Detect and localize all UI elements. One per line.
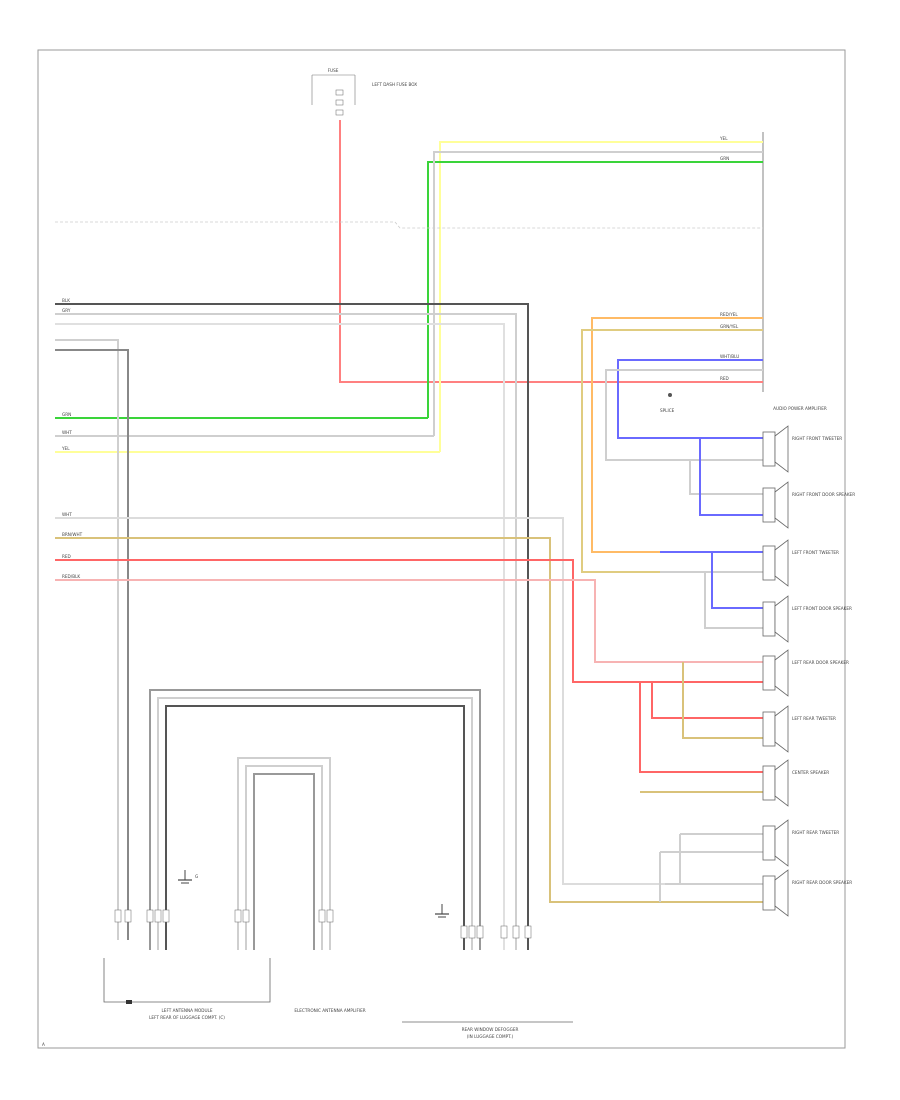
wire-gray-2 bbox=[55, 313, 517, 950]
wire-yellow-top bbox=[439, 141, 763, 452]
wire-red-fuse bbox=[339, 120, 763, 383]
wire-spk-lfd2 bbox=[704, 572, 763, 629]
tag-wht-blu: WHT/BLU bbox=[720, 354, 739, 359]
wire-gray-r bbox=[605, 369, 763, 461]
tag-grn-yel: GRN/YEL bbox=[720, 324, 739, 329]
splice-marker: SPLICE bbox=[660, 393, 675, 413]
svg-text:REAR WINDOW DEFOGGER: REAR WINDOW DEFOGGER bbox=[462, 1027, 519, 1032]
wire-orange-1 bbox=[591, 317, 763, 553]
tag-gry: GRY bbox=[62, 308, 71, 313]
svg-text:LEFT FRONT TWEETER: LEFT FRONT TWEETER bbox=[792, 550, 839, 555]
wire-gray-3 bbox=[55, 323, 505, 950]
svg-text:RIGHT REAR TWEETER: RIGHT REAR TWEETER bbox=[792, 830, 839, 835]
svg-text:SPLICE: SPLICE bbox=[660, 408, 675, 413]
tag-red-r: RED bbox=[720, 376, 729, 381]
wire-ant-1 bbox=[149, 689, 481, 950]
svg-text:RIGHT FRONT DOOR SPEAKER: RIGHT FRONT DOOR SPEAKER bbox=[792, 492, 855, 497]
wire-defog-1 bbox=[237, 757, 331, 950]
diagram-frame bbox=[37, 49, 846, 1049]
fuse-box-label: LEFT DASH FUSE BOX bbox=[372, 82, 417, 87]
wire-spk-c bbox=[639, 682, 763, 773]
rear-window-defogger: REAR WINDOW DEFOGGER (IN LUGGAGE COMPT.) bbox=[402, 1021, 573, 1039]
speaker-rf-door: RIGHT FRONT DOOR SPEAKER bbox=[762, 481, 855, 529]
wire-spk-lrt2 bbox=[682, 662, 763, 739]
wire-ant-3 bbox=[165, 705, 465, 950]
left-antenna-module: LEFT ANTENNA MODULE LEFT REAR OF LUGGAGE… bbox=[103, 958, 271, 1020]
wire-red-low bbox=[55, 559, 633, 683]
speaker-lr-tweeter: LEFT REAR TWEETER bbox=[762, 705, 836, 753]
wire-gray-vleft1 bbox=[55, 339, 119, 940]
bottom-connector-pins bbox=[114, 909, 532, 939]
svg-text:RIGHT FRONT TWEETER: RIGHT FRONT TWEETER bbox=[792, 436, 842, 441]
radio-connector: AUDIO POWER AMPLIFIER bbox=[762, 132, 827, 411]
tag-grn-r: GRN bbox=[720, 156, 729, 161]
wire-tags: GRN WHT YEL BLK GRY WHT BRN/WHT RED RED/… bbox=[61, 136, 739, 579]
speaker-lf-tweeter: LEFT FRONT TWEETER bbox=[762, 539, 839, 587]
svg-text:LEFT REAR OF LUGGAGE COMPT. (C: LEFT REAR OF LUGGAGE COMPT. (C) bbox=[149, 1015, 225, 1020]
speaker-rr-door: RIGHT REAR DOOR SPEAKER bbox=[762, 869, 852, 917]
svg-text:LEFT REAR TWEETER: LEFT REAR TWEETER bbox=[792, 716, 836, 721]
wire-spk-lfd bbox=[711, 552, 763, 609]
wire-tan-low bbox=[55, 537, 640, 903]
wire-spk-rfd2 bbox=[699, 438, 763, 516]
fuse-label: FUSE bbox=[328, 68, 339, 73]
center-antenna-module: ELECTRONIC ANTENNA AMPLIFIER bbox=[294, 1008, 365, 1013]
wire-blue-1 bbox=[617, 359, 763, 439]
ground-symbols: G bbox=[178, 870, 449, 918]
wire-defog-3 bbox=[253, 773, 315, 950]
wire-tan-2 bbox=[581, 329, 763, 573]
wire-shield bbox=[55, 221, 763, 229]
wire-spk-rfd bbox=[689, 460, 763, 495]
tag-blk: BLK bbox=[62, 298, 70, 303]
wires bbox=[55, 120, 763, 950]
svg-text:LEFT ANTENNA MODULE: LEFT ANTENNA MODULE bbox=[161, 1008, 212, 1013]
tag-yel-r: YEL bbox=[719, 136, 728, 141]
fuse-block: FUSE LEFT DASH FUSE BOX bbox=[311, 68, 417, 116]
speaker-lf-door: LEFT FRONT DOOR SPEAKER bbox=[762, 595, 852, 643]
speaker-lr-door: LEFT REAR DOOR SPEAKER bbox=[762, 649, 849, 697]
radio-label: AUDIO POWER AMPLIFIER bbox=[773, 406, 827, 411]
speaker-rf-tweeter: RIGHT FRONT TWEETER bbox=[762, 425, 842, 473]
svg-text:LEFT REAR DOOR SPEAKER: LEFT REAR DOOR SPEAKER bbox=[792, 660, 849, 665]
tag-wht: WHT bbox=[62, 430, 72, 435]
tag-brn-wht: BRN/WHT bbox=[62, 532, 83, 537]
svg-text:(IN LUGGAGE COMPT.): (IN LUGGAGE COMPT.) bbox=[467, 1034, 514, 1039]
svg-text:CENTER SPEAKER: CENTER SPEAKER bbox=[792, 770, 829, 775]
wire-defog-2 bbox=[245, 765, 323, 950]
tag-red-yel: RED/YEL bbox=[720, 312, 738, 317]
speakers: RIGHT FRONT TWEETER RIGHT FRONT DOOR SPE… bbox=[762, 425, 855, 917]
tag-red-blk: RED/BLK bbox=[62, 574, 80, 579]
wire-green-top bbox=[427, 161, 763, 418]
svg-text:RIGHT REAR DOOR SPEAKER: RIGHT REAR DOOR SPEAKER bbox=[792, 880, 852, 885]
speaker-center: CENTER SPEAKER bbox=[762, 759, 829, 807]
tag-wht-2: WHT bbox=[62, 512, 72, 517]
wire-black-1 bbox=[55, 303, 529, 950]
tag-red: RED bbox=[62, 554, 71, 559]
footer-label: A bbox=[42, 1042, 45, 1047]
svg-text:ELECTRONIC ANTENNA AMPLIFIER: ELECTRONIC ANTENNA AMPLIFIER bbox=[294, 1008, 365, 1013]
wire-black-vleft2 bbox=[55, 349, 129, 940]
wire-gray-low bbox=[55, 517, 665, 885]
speaker-rr-tweeter: RIGHT REAR TWEETER bbox=[762, 819, 839, 867]
tag-grn: GRN bbox=[62, 412, 71, 417]
wire-ant-2 bbox=[157, 697, 473, 950]
svg-text:G: G bbox=[195, 874, 198, 879]
wire-pink-low bbox=[55, 579, 640, 663]
svg-text:LEFT FRONT DOOR SPEAKER: LEFT FRONT DOOR SPEAKER bbox=[792, 606, 852, 611]
tag-yel: YEL bbox=[61, 446, 70, 451]
wire-spk-lrt bbox=[651, 682, 763, 719]
wire-gray-top bbox=[433, 151, 763, 436]
